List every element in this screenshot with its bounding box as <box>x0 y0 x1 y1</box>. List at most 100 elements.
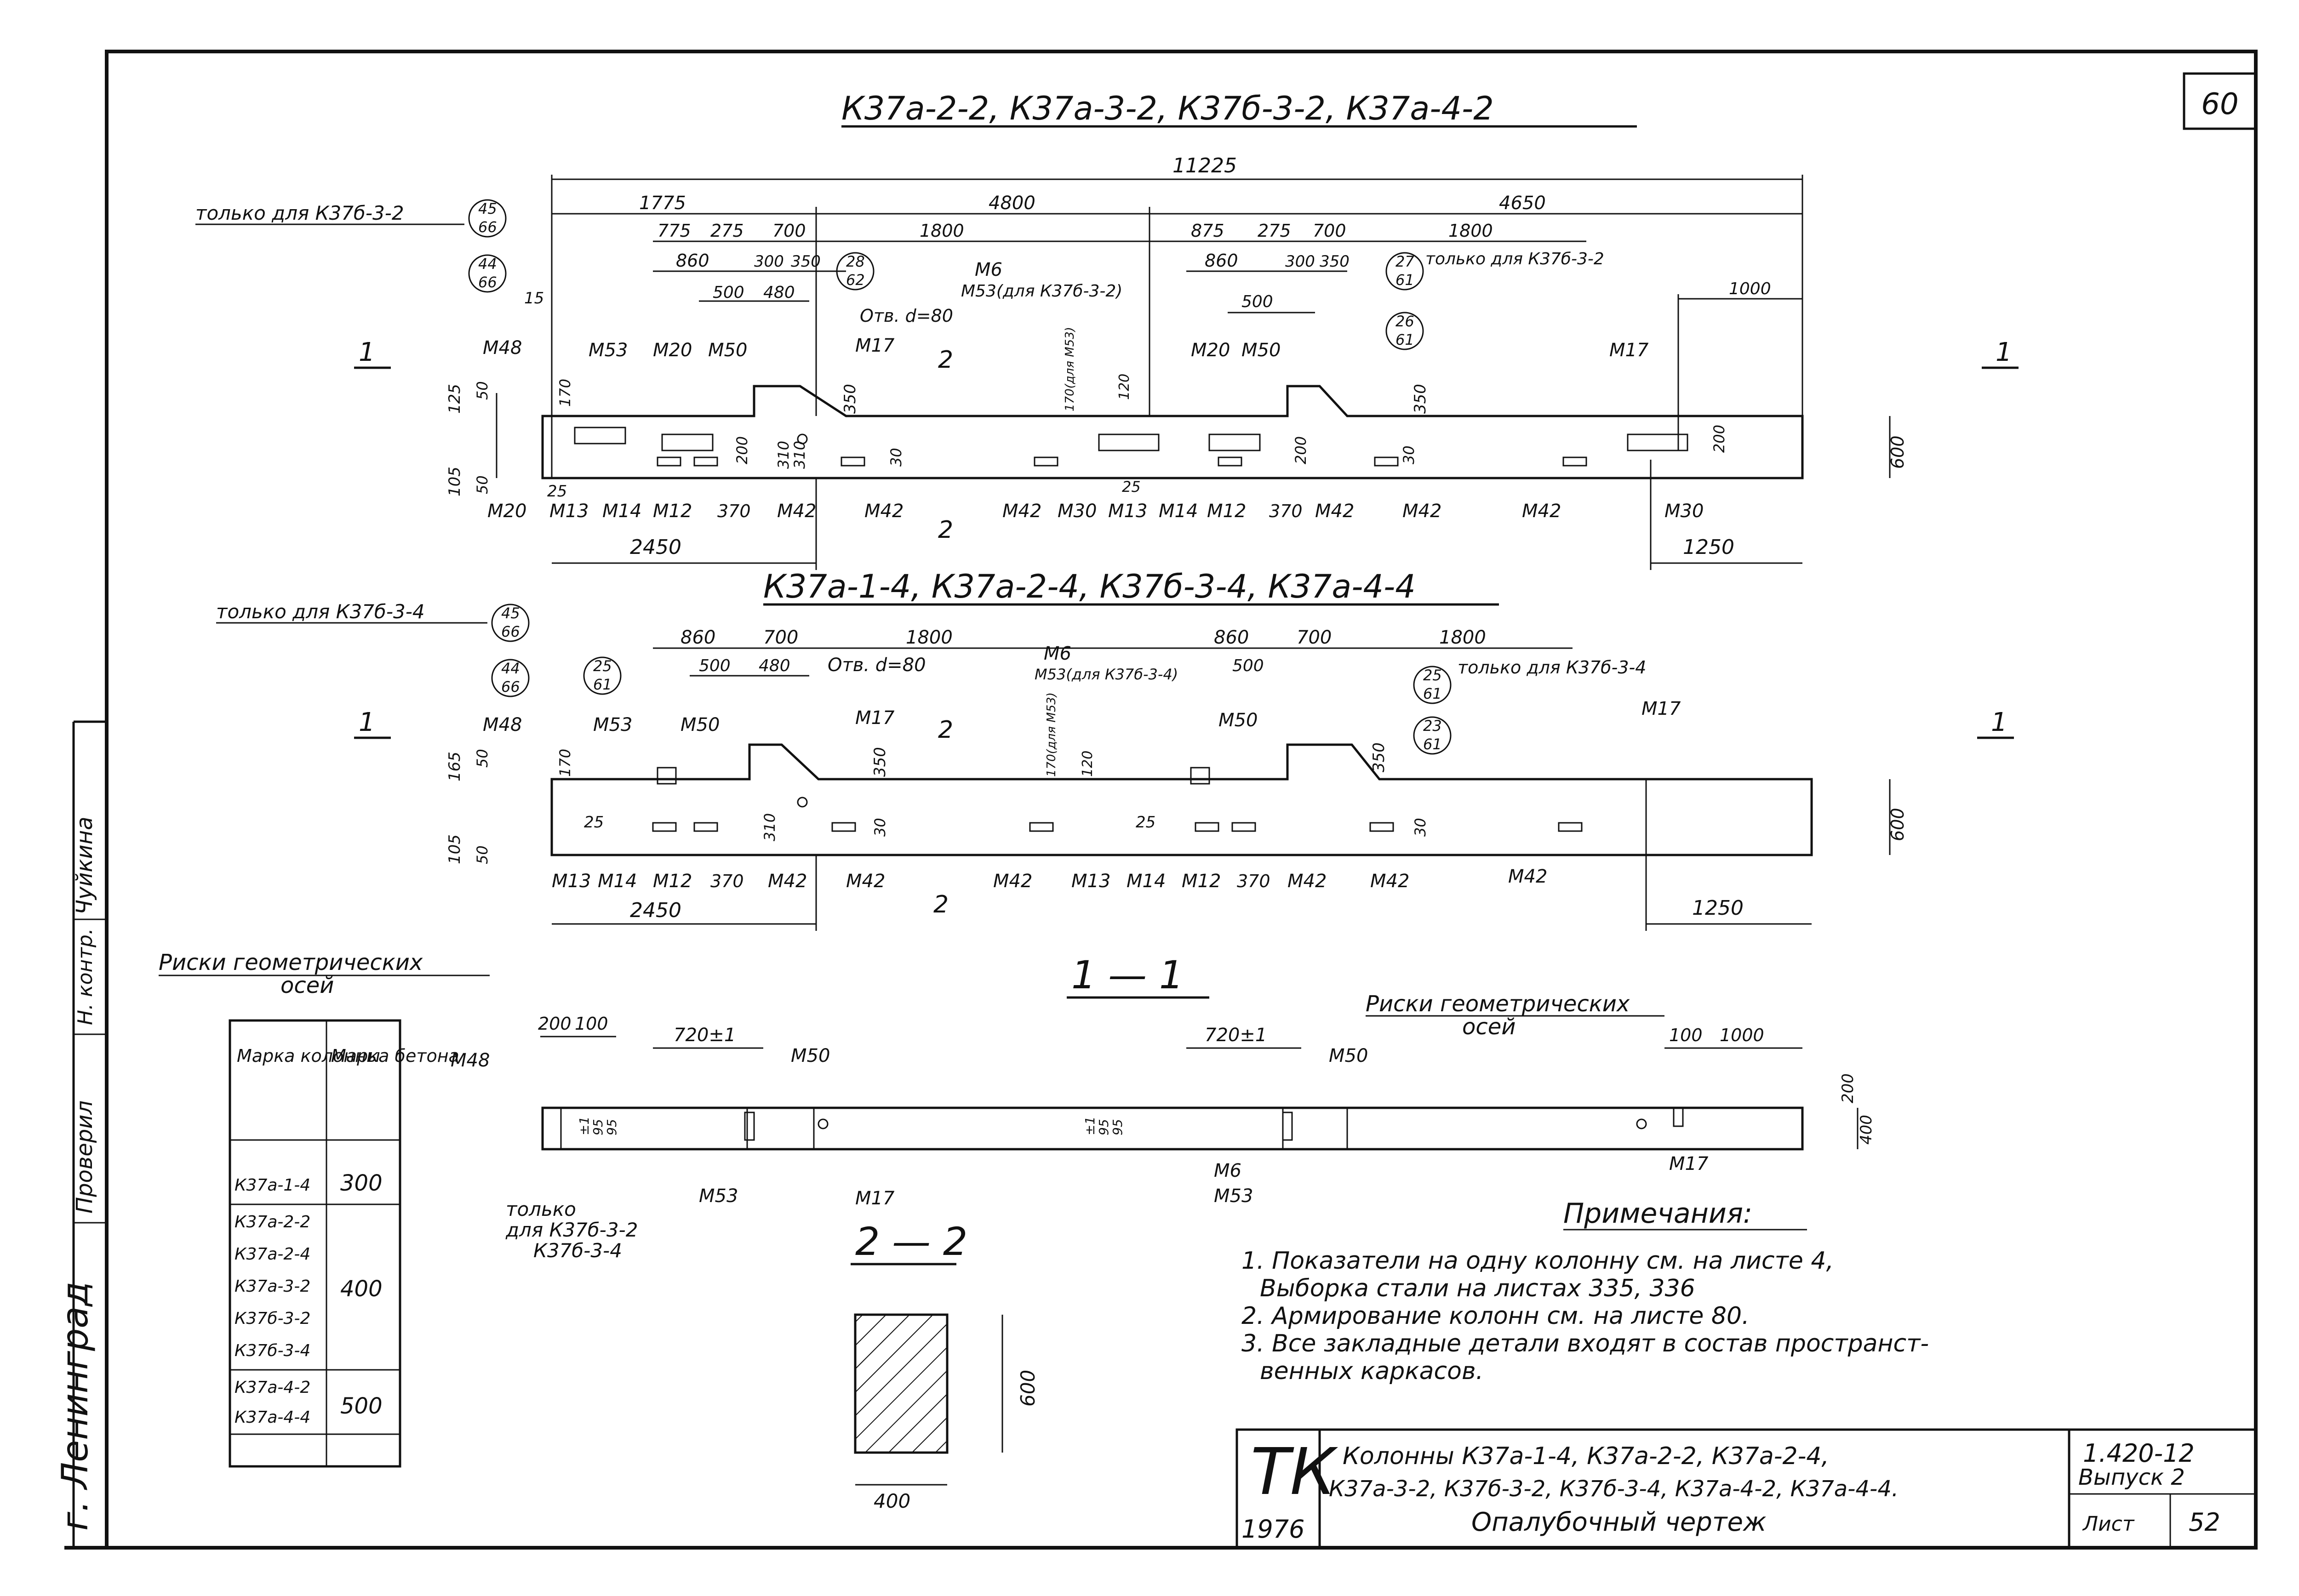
dim-775: 775 <box>658 221 691 241</box>
risk-left-2: осей <box>280 973 334 998</box>
e2-sect1-right: 1 <box>1991 707 2007 737</box>
e2-dim-25a: 25 <box>584 813 604 832</box>
e2-mark-m14b: М14 <box>1127 871 1166 892</box>
s11-dim-720a: 720±1 <box>674 1025 736 1046</box>
mark-m42d: М42 <box>1315 501 1354 522</box>
e2-dim-30a: 30 <box>871 818 889 837</box>
s11-dim-100b: 100 <box>1669 1025 1703 1045</box>
mark-m42f: М42 <box>1522 501 1561 522</box>
note-2: 2. Армирование колонн см. на листе 80. <box>1241 1302 1750 1330</box>
elevation1-note-only: только для К37б-3-2 <box>1425 250 1604 268</box>
leader2-bot: 66 <box>478 274 497 291</box>
dim-170a: 170 <box>556 379 574 407</box>
e2-dim-350a: 350 <box>871 747 889 777</box>
elevation2-note-only: только для К37б-3-4 <box>1458 657 1646 678</box>
dim-25b: 25 <box>1122 478 1141 496</box>
stamp-checked: Проверил <box>72 1100 97 1214</box>
e2-sect2-bot: 2 <box>933 891 949 918</box>
dim-860b: 860 <box>1205 251 1238 271</box>
mark-m42a: М42 <box>777 501 816 522</box>
risk-right-2: осей <box>1462 1014 1516 1040</box>
e2-mark-m12a: М12 <box>653 871 692 892</box>
s11-dim-pm1a: ±1 <box>577 1117 592 1135</box>
dim-1800a: 1800 <box>920 221 964 241</box>
mark-m42c: М42 <box>1002 501 1041 522</box>
mark-m17b: М17 <box>1609 340 1649 361</box>
e2-dim-500a: 500 <box>699 656 731 675</box>
mark-m50a: М50 <box>708 340 747 361</box>
e2-leader4-top: 25 <box>1423 667 1442 684</box>
elevation1-title: К37а-2-2, К37а-3-2, К37б-3-2, К37а-4-2 <box>841 90 1494 127</box>
dim-4650: 4650 <box>1499 193 1546 214</box>
dim-105: 105 <box>446 467 464 496</box>
e2-mark-m53: М53 <box>593 714 632 735</box>
dim-310a: 310 <box>775 441 792 469</box>
dim-25a: 25 <box>547 482 567 501</box>
e2-leader5-bot: 61 <box>1423 735 1442 753</box>
e2-leader1-top: 45 <box>501 604 520 622</box>
e2-mark-m42e: М42 <box>1370 871 1409 892</box>
e2-dim-1800a: 1800 <box>906 627 953 648</box>
dim-1775: 1775 <box>639 193 686 214</box>
s11-dim-95a: 95 <box>604 1119 619 1135</box>
mark-m17a: М17 <box>855 335 895 356</box>
section22-hatched <box>854 1313 949 1454</box>
e2-leader3-bot: 61 <box>593 676 612 693</box>
dim-50a: 50 <box>474 381 491 400</box>
title-name-2: К37а-3-2, К37б-3-2, К37б-3-4, К37а-4-2, … <box>1329 1476 1899 1502</box>
e2-leader5-top: 23 <box>1423 717 1442 735</box>
dim-30b: 30 <box>1400 445 1418 464</box>
e2-mark-m14a: М14 <box>598 871 637 892</box>
dim-200b: 200 <box>1292 436 1310 464</box>
dim-300a: 300 <box>754 252 784 271</box>
dim-2450: 2450 <box>630 536 681 559</box>
e2-mark-m17b: М17 <box>1641 698 1681 719</box>
table-header-col: Марка колонны <box>237 1046 380 1066</box>
s11-dim-200: 200 <box>538 1014 572 1034</box>
mark-m13a: М13 <box>549 501 589 522</box>
dim-700b: 700 <box>1313 221 1346 241</box>
table-r3-conc: 500 <box>340 1393 383 1419</box>
table-r2d: К37б-3-2 <box>234 1309 310 1328</box>
elevation-1: К37а-2-2, К37а-3-2, К37б-3-2, К37а-4-2 т… <box>195 90 2019 570</box>
s11-dim-100: 100 <box>575 1014 608 1034</box>
s11-dim-720b: 720±1 <box>1205 1025 1267 1046</box>
title-block: ТК 1976 Колонны К37а-1-4, К37а-2-2, К37а… <box>1235 1428 2257 1549</box>
section22-height: 600 <box>1017 1370 1039 1407</box>
sect2-top: 2 <box>938 346 953 374</box>
notes: Примечания: 1. Показатели на одну колонн… <box>1241 1197 1929 1385</box>
s11-dim-95c: 95 <box>1110 1119 1125 1135</box>
e2-mark-m48: М48 <box>483 714 522 735</box>
dim-11225: 11225 <box>1172 154 1237 177</box>
s11-mark-m50a: М50 <box>791 1045 830 1066</box>
e2-sect2-top: 2 <box>938 716 953 744</box>
e2-mark-m42f: М42 <box>1508 866 1547 887</box>
section-2-2: 2 — 2 400 600 <box>851 1219 1039 1512</box>
e2-mark-m42d: М42 <box>1287 871 1327 892</box>
mark-m20a: М20 <box>653 340 692 361</box>
e2-mark-m42a: М42 <box>768 871 807 892</box>
mark-m6: М6 <box>975 259 1002 280</box>
table-r2-conc: 400 <box>340 1276 383 1302</box>
elevation2-outline <box>550 743 1813 856</box>
table-header-conc: Марка бетона <box>331 1046 459 1066</box>
dim-350a: 350 <box>791 252 821 271</box>
e2-dim-480: 480 <box>759 656 790 675</box>
s11-dim-95b: 95 <box>590 1119 606 1135</box>
e2-dim-25b: 25 <box>1136 813 1155 832</box>
e2-dim-170-m53: 170(для М53) <box>1045 692 1058 777</box>
table-r3b: К37а-4-4 <box>234 1408 310 1427</box>
mark-m20b: М20 <box>1191 340 1230 361</box>
s11-mark-m17b: М17 <box>1669 1153 1709 1174</box>
mark-m48: М48 <box>483 337 522 359</box>
dim-350b2: 350 <box>1411 384 1430 414</box>
mark-m42b: М42 <box>864 501 904 522</box>
dim-275b: 275 <box>1258 221 1291 241</box>
leader1-top: 45 <box>478 200 497 217</box>
elevation2-hole: Отв. d=80 <box>828 655 926 676</box>
s11-dim-95d: 95 <box>1096 1119 1111 1135</box>
mark-m14b: М14 <box>1159 501 1198 522</box>
s11-mark-m50b: М50 <box>1329 1045 1368 1066</box>
mark-m30a: М30 <box>1058 501 1097 522</box>
e2-dim-500b: 500 <box>1232 656 1264 675</box>
